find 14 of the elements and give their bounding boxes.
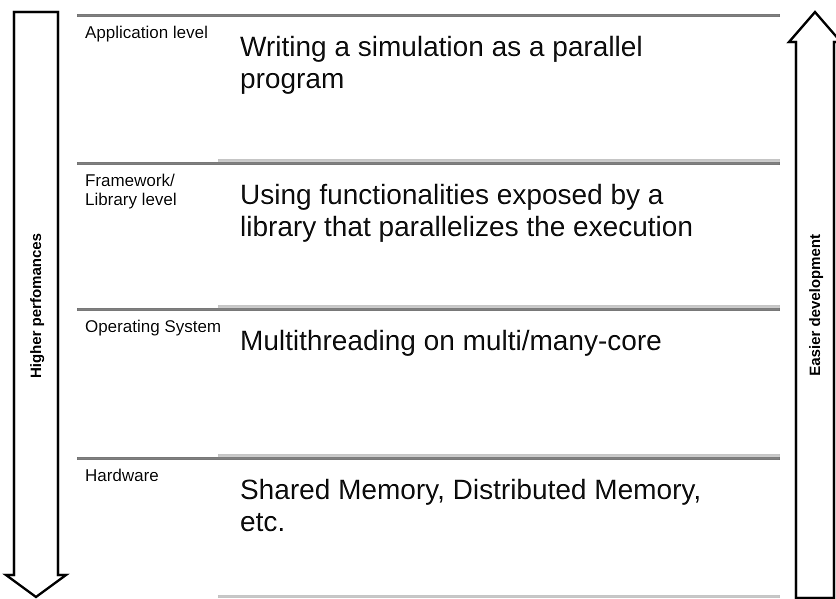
layer-description: Multithreading on multi/many-core (240, 325, 663, 357)
layer-name: Framework/ Library level (85, 171, 178, 209)
layer-name: Operating System (85, 317, 222, 336)
layer-description: Shared Memory, Distributed Memory, etc. (240, 474, 702, 538)
layer-name: Application level (85, 23, 209, 42)
layer-band (77, 162, 780, 308)
layer-description: Writing a simulation as a parallel program (240, 31, 644, 95)
arrow-label: Easier development (806, 234, 824, 376)
arrow-label: Higher perfomances (28, 232, 44, 378)
layer-band (77, 14, 780, 162)
layer-band (77, 308, 780, 457)
layer-name: Hardware (85, 466, 160, 485)
layer-band (77, 457, 780, 598)
layer-description: Using functionalities exposed by a library that parallelizes the execution (240, 179, 694, 243)
